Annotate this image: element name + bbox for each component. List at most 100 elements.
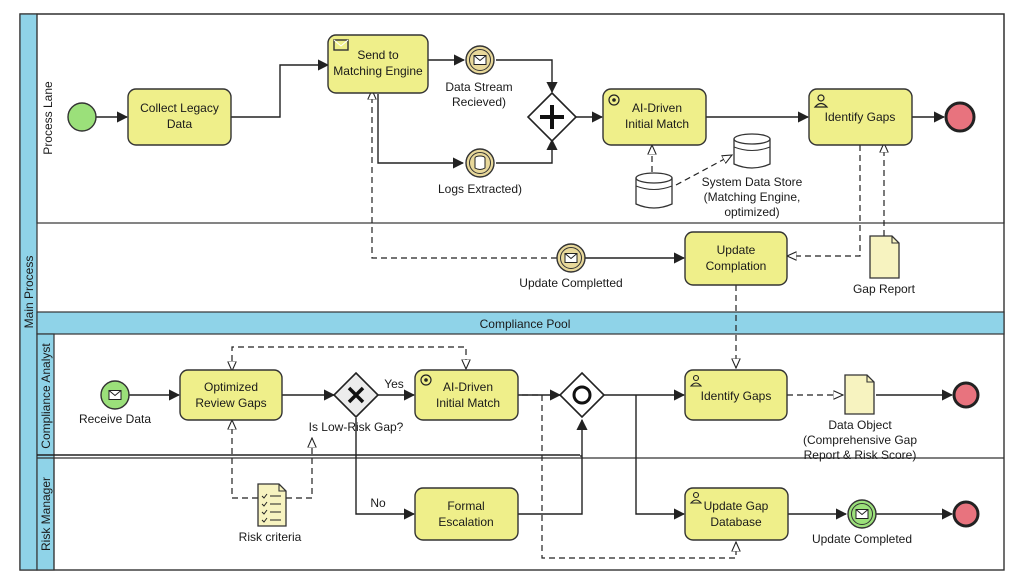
document-icon [869, 235, 900, 279]
envelope-icon [564, 253, 578, 263]
main-process-label: Main Process [22, 256, 36, 329]
task-label: Update Gap [704, 499, 769, 513]
task-label: AI-Driven [632, 101, 682, 115]
task-label: Complation [706, 259, 767, 273]
task-label: Initial Match [625, 117, 689, 131]
flow-inclusive-to-updatedb [635, 395, 686, 520]
risk-manager-label: Risk Manager [39, 477, 53, 551]
data-store-system[interactable]: System Data Store (Matching Engine, opti… [635, 133, 803, 219]
task-label: Identify Gaps [701, 389, 772, 403]
event-logs-extracted[interactable]: Logs Extracted) [438, 148, 522, 196]
brain-gear-icon [420, 374, 432, 386]
document-icon [844, 374, 875, 415]
process-lane-label: Process Lane [41, 81, 55, 155]
task-label: Update [717, 243, 756, 257]
process-lane: Process Lane [36, 13, 1005, 224]
task-label: Collect Legacy [140, 101, 219, 115]
task-label: Database [710, 515, 762, 529]
end-event-risk[interactable] [952, 500, 980, 528]
task-label: Optimized [204, 380, 258, 394]
end-event-top[interactable] [944, 101, 976, 133]
associations [232, 90, 884, 559]
gateway-question-label: Is Low-Risk Gap? [309, 420, 404, 434]
assoc-store-to-store [675, 155, 732, 186]
exclusive-gateway[interactable] [332, 371, 380, 419]
flow-collect-to-send [231, 59, 330, 118]
database-icon [474, 155, 486, 170]
data-object-label: Gap Report [853, 282, 916, 296]
data-object-label: Data Object [828, 418, 892, 432]
data-store-label: optimized) [724, 205, 779, 219]
user-icon [689, 374, 703, 387]
envelope-icon [855, 509, 869, 519]
start-event[interactable] [67, 102, 97, 132]
gateway-yes-label: Yes [384, 377, 404, 391]
assoc-ai-to-updatedb [522, 394, 736, 559]
task-label: Review Gaps [195, 396, 266, 410]
task-label: Send to [357, 48, 399, 62]
event-label: Receive Data [79, 412, 151, 426]
task-identify-gaps-bottom[interactable]: Identify Gaps [684, 369, 788, 421]
database-icon [635, 172, 673, 209]
event-label: Data Stream [445, 80, 512, 94]
task-ai-driven-initial-match-bottom[interactable]: AI-Driven Initial Match [414, 369, 519, 421]
brain-gear-icon [608, 94, 620, 106]
compliance-lane-header [36, 333, 55, 571]
envelope-icon [108, 390, 122, 400]
event-update-completed-mid[interactable]: Update Completted [519, 243, 623, 290]
data-store-label: System Data Store [702, 175, 803, 189]
flow-logs-to-gateway [496, 138, 558, 164]
data-object-label: (Comprehensive Gap [803, 433, 917, 447]
task-send-to-matching-engine[interactable]: Send to Matching Engine [327, 34, 429, 94]
inclusive-gateway[interactable] [558, 371, 606, 419]
gateway-no-label: No [370, 496, 386, 510]
compliance-pool-header [36, 311, 1005, 335]
assoc-completed-to-send [372, 90, 557, 259]
end-event-analyst[interactable] [952, 381, 980, 409]
user-icon [689, 491, 703, 504]
data-object-label: Report & Risk Score) [804, 448, 917, 462]
task-update-compilation[interactable]: Update Complation [684, 231, 788, 286]
task-collect-legacy-data[interactable]: Collect Legacy Data [127, 88, 232, 146]
flow-send-to-logs [377, 94, 465, 169]
task-optimized-review-gaps[interactable]: Optimized Review Gaps [179, 369, 283, 421]
parallel-gateway[interactable] [526, 91, 578, 143]
assoc-review-ai [232, 346, 466, 371]
event-receive-data[interactable]: Receive Data [79, 380, 151, 426]
task-label: AI-Driven [443, 380, 493, 394]
task-label: Formal [447, 499, 484, 513]
compliance-pool-label: Compliance Pool [480, 317, 571, 331]
task-label: Initial Match [436, 396, 500, 410]
assoc-identify-to-update [787, 145, 861, 256]
envelope-icon [473, 55, 487, 65]
database-icon [733, 133, 771, 169]
data-object-risk-criteria[interactable]: Risk criteria [239, 483, 302, 544]
task-formal-escalation[interactable]: Formal Escalation [414, 487, 519, 541]
event-label: Update Completed [812, 532, 912, 546]
envelope-icon [333, 39, 349, 51]
checklist-icon [257, 483, 287, 527]
task-label: Identify Gaps [825, 110, 896, 124]
task-identify-gaps-top[interactable]: Identify Gaps [808, 88, 913, 146]
event-data-stream-received[interactable]: Data Stream Recieved) [445, 45, 513, 109]
task-label: Matching Engine [333, 64, 423, 78]
event-label: Recieved) [452, 95, 506, 109]
task-update-gap-database[interactable]: Update Gap Database [684, 487, 789, 541]
event-label: Update Completted [519, 276, 622, 290]
flow-xor-no [355, 418, 416, 520]
event-update-completed-bottom[interactable]: Update Completed [812, 499, 912, 546]
task-label: Data [167, 117, 193, 131]
compliance-analyst-label: Compliance Analyst [39, 343, 53, 449]
assoc-criteria-to-review [232, 420, 258, 499]
data-object-label: Risk criteria [239, 530, 302, 544]
data-object-gap-report[interactable]: Gap Report [853, 235, 916, 296]
assoc-criteria-to-question [286, 438, 312, 499]
sequence-flows [37, 54, 954, 520]
task-ai-driven-initial-match-top[interactable]: AI-Driven Initial Match [602, 88, 707, 146]
user-icon [813, 94, 829, 108]
flow-stream-to-gateway [496, 59, 558, 94]
flow-escalation-to-inclusive [518, 418, 588, 515]
event-label: Logs Extracted) [438, 182, 522, 196]
data-object-comprehensive[interactable]: Data Object (Comprehensive Gap Report & … [803, 374, 917, 462]
